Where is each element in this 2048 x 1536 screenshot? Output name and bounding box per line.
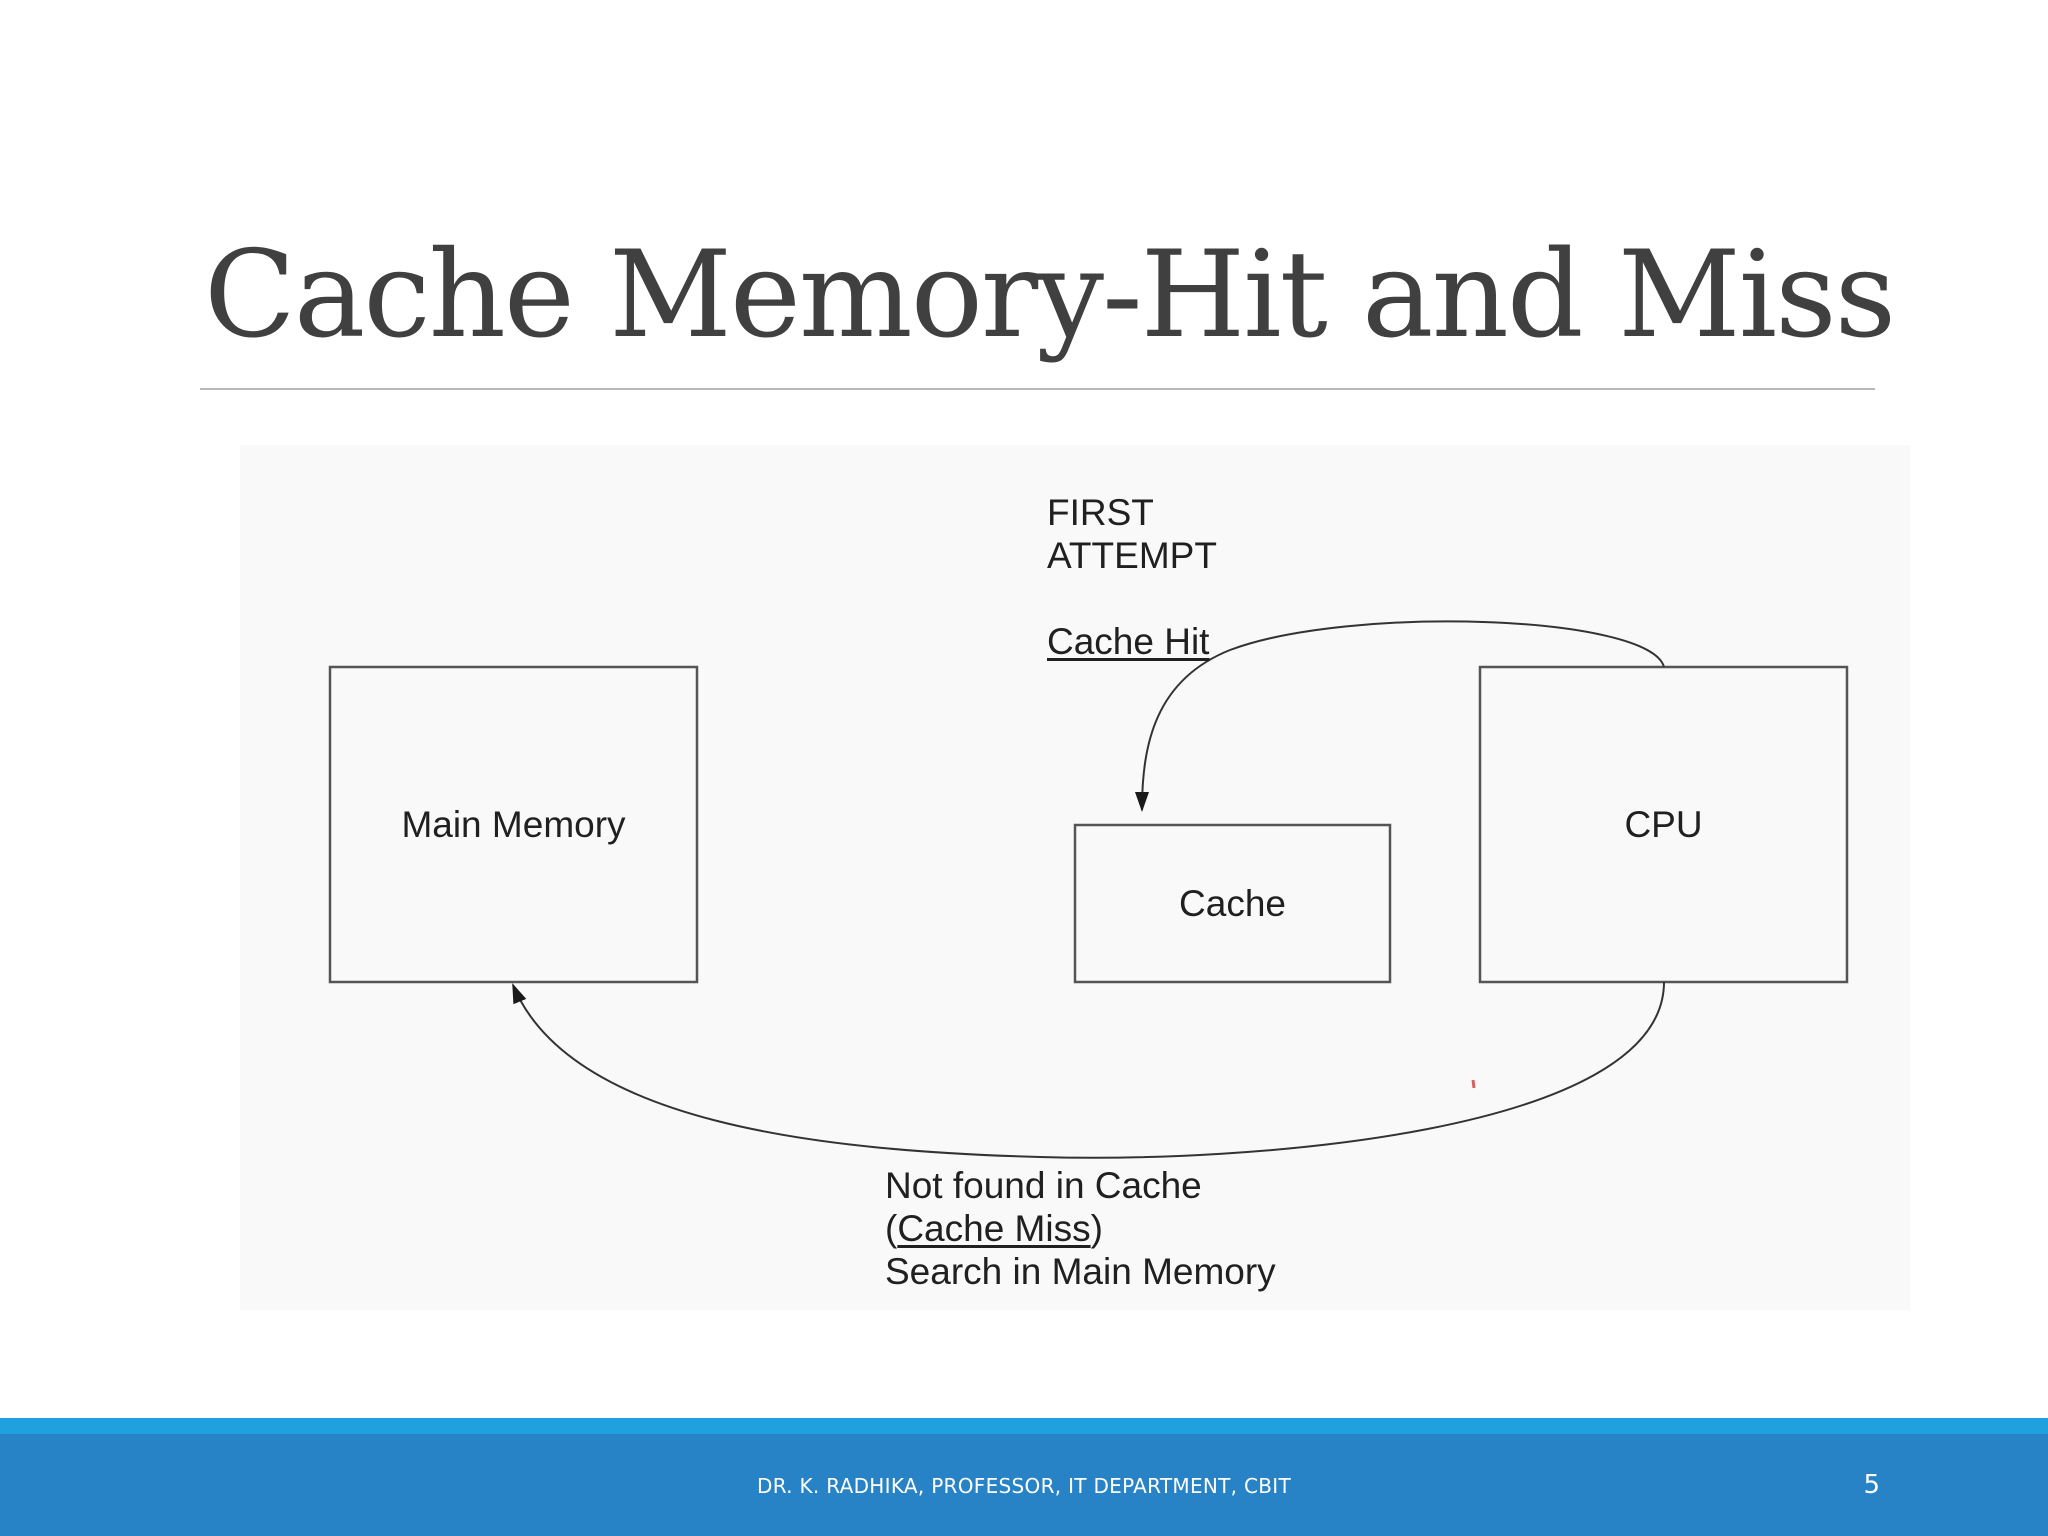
cache-hit-label: Cache Hit	[1047, 621, 1210, 662]
main-memory-label: Main Memory	[401, 804, 626, 845]
stray-mark	[1471, 1079, 1476, 1089]
footer-bar: DR. K. RADHIKA, PROFESSOR, IT DEPARTMENT…	[0, 1434, 2048, 1536]
footer-author: DR. K. RADHIKA, PROFESSOR, IT DEPARTMENT…	[757, 1474, 1291, 1498]
cache-miss-arrow	[512, 981, 1665, 1159]
slide-title: Cache Memory-Hit and Miss	[204, 226, 1896, 365]
cpu-label: CPU	[1624, 804, 1703, 845]
first-attempt-line1: FIRST	[1047, 492, 1154, 533]
miss-close-paren: )	[1090, 1208, 1103, 1249]
miss-open-paren: (	[885, 1208, 898, 1249]
cache-diagram: Main Memory Cache CPU FIRST ATTEMPT Cach…	[240, 445, 1910, 1310]
title-divider	[200, 388, 1875, 390]
miss-label-line1: Not found in Cache	[885, 1165, 1202, 1206]
miss-label-line2: (Cache Miss)	[885, 1207, 1103, 1250]
miss-label-line3: Search in Main Memory	[885, 1251, 1276, 1292]
main-memory-box	[328, 665, 699, 984]
cache-hit-arrow	[1135, 620, 1665, 812]
first-attempt-line2: ATTEMPT	[1047, 535, 1217, 576]
diagram-canvas	[328, 620, 1849, 1159]
page-number: 5	[1863, 1470, 1880, 1500]
footer-accent-bar	[0, 1418, 2048, 1434]
cache-label: Cache	[1179, 883, 1286, 924]
cache-box	[1073, 823, 1392, 984]
cache-miss-label: Cache Miss	[897, 1208, 1091, 1249]
